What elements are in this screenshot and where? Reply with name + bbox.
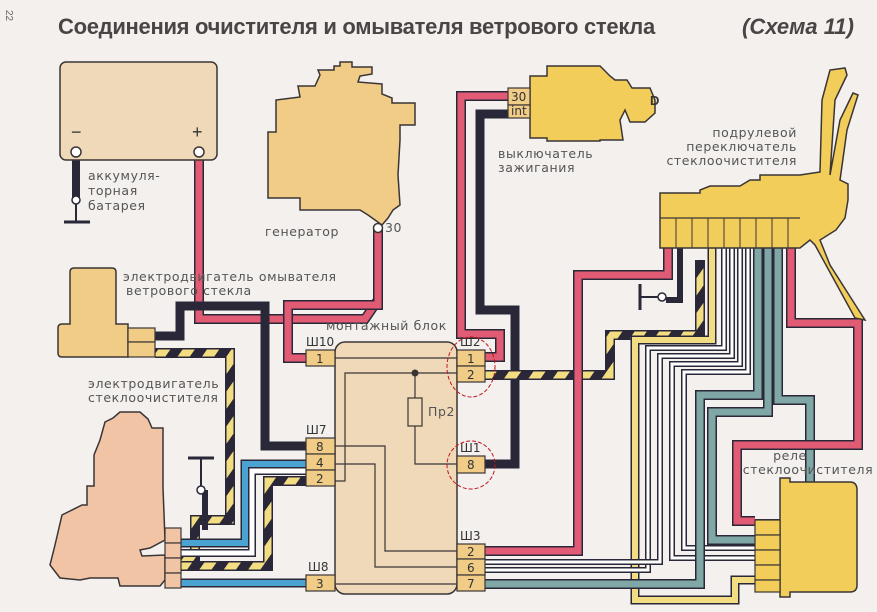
wiper-motor-label-2: стеклоочистителя <box>88 390 219 405</box>
ignition-switch: D <box>507 65 659 142</box>
wire-ignition-int-black <box>475 109 520 469</box>
wire-wiper-to-sh7-2-white <box>180 467 308 557</box>
ignition-label-2: зажигания <box>498 160 575 175</box>
battery-label-2: торная <box>88 183 138 198</box>
fuse-box-label: монтажный блок <box>326 318 447 333</box>
fuse-box <box>330 341 462 595</box>
connector-sh1-pin-8: 8 <box>467 458 475 472</box>
battery-label-3: батарея <box>88 198 146 213</box>
connector-sh8-name: Ш8 <box>308 560 328 574</box>
wire-bundle-switch <box>485 247 863 605</box>
battery-label-1: аккумуля- <box>88 168 160 183</box>
connector-sh1-name: Ш1 <box>460 441 480 455</box>
column-switch <box>659 67 867 322</box>
connector-sh10: Ш10 1 <box>305 335 336 367</box>
wire-battery-ground <box>64 152 90 224</box>
washer-motor-label-2: ветрового стекла <box>126 283 252 298</box>
relay-label-2: стеклоочистителя <box>743 462 874 477</box>
column-switch-label-1: подрулевой <box>712 125 797 140</box>
connector-sh7: Ш7 8 4 2 <box>305 423 336 487</box>
scheme-number: (Схема 11) <box>742 14 854 39</box>
connector-sh7-pin-8: 8 <box>316 440 324 454</box>
wires <box>64 91 863 605</box>
wire-switch-ground <box>638 247 683 310</box>
generator <box>267 61 416 234</box>
connector-sh3-pin-2: 2 <box>467 545 475 559</box>
connector-sh3-name: Ш3 <box>460 529 480 543</box>
connector-sh2-pin-1: 1 <box>467 352 475 366</box>
connector-sh10-name: Ш10 <box>306 335 334 349</box>
fuse-label: Пр2 <box>428 404 455 419</box>
ignition-label-1: выключатель <box>498 146 593 161</box>
washer-motor <box>57 267 156 358</box>
wire-switch-to-sh3-2-red <box>485 247 673 556</box>
washer-motor-label-1: электродвигатель омывателя <box>123 269 337 284</box>
generator-terminal-30: 30 <box>385 220 402 235</box>
highlight-circle-sh2 <box>446 336 496 398</box>
relay-label-1: реле <box>773 448 807 463</box>
connector-sh7-name: Ш7 <box>306 423 326 437</box>
battery-plus-sign: + <box>192 122 203 142</box>
ignition-terminal-30: 30 <box>511 90 526 104</box>
wire-sh2-2-striped <box>485 260 705 380</box>
generator-label: генератор <box>265 224 339 239</box>
wiper-motor <box>49 411 182 589</box>
wire-generator-to-sh10-red <box>283 228 383 363</box>
connector-sh8-pin-3: 3 <box>316 577 324 591</box>
wire-ignition-30-red <box>456 91 510 362</box>
column-switch-label-2: переключатель <box>686 139 797 154</box>
column-switch-label-3: стеклоочистителя <box>666 153 797 168</box>
wire-washer-to-wiper-striped <box>155 348 235 565</box>
connector-sh2-name: Ш2 <box>460 335 480 349</box>
ignition-terminal-int: int <box>511 104 527 118</box>
wire-wiper-to-sh7-2-striped <box>180 476 308 571</box>
connector-sh3-pin-6: 6 <box>467 561 475 575</box>
highlight-circle-sh1 <box>446 440 496 490</box>
wiper-motor-label-1: электродвигатель <box>88 376 219 391</box>
wiper-relay <box>754 477 858 598</box>
connector-sh1: Ш1 8 <box>456 441 486 474</box>
connector-sh8: Ш8 3 <box>305 560 336 592</box>
connector-sh2: Ш2 1 2 <box>456 335 486 383</box>
wire-wiper-to-sh7-4-blue <box>180 459 308 548</box>
connector-sh2-pin-2: 2 <box>467 368 475 382</box>
connector-sh3: Ш3 2 6 7 <box>456 529 486 592</box>
connector-sh7-pin-4: 4 <box>316 456 324 470</box>
diagram-title: Соединения очистителя и омывателя ветров… <box>58 14 655 39</box>
battery-minus-sign: − <box>71 122 82 142</box>
connector-sh7-pin-2: 2 <box>316 472 324 486</box>
wire-washer-to-sh7-8-black <box>155 301 308 451</box>
battery: − + <box>59 61 218 161</box>
connector-sh10-pin-1: 1 <box>316 352 324 366</box>
wire-wiper-ground <box>188 456 214 530</box>
connector-sh3-pin-7: 7 <box>467 577 475 591</box>
svg-text:D: D <box>650 93 659 108</box>
